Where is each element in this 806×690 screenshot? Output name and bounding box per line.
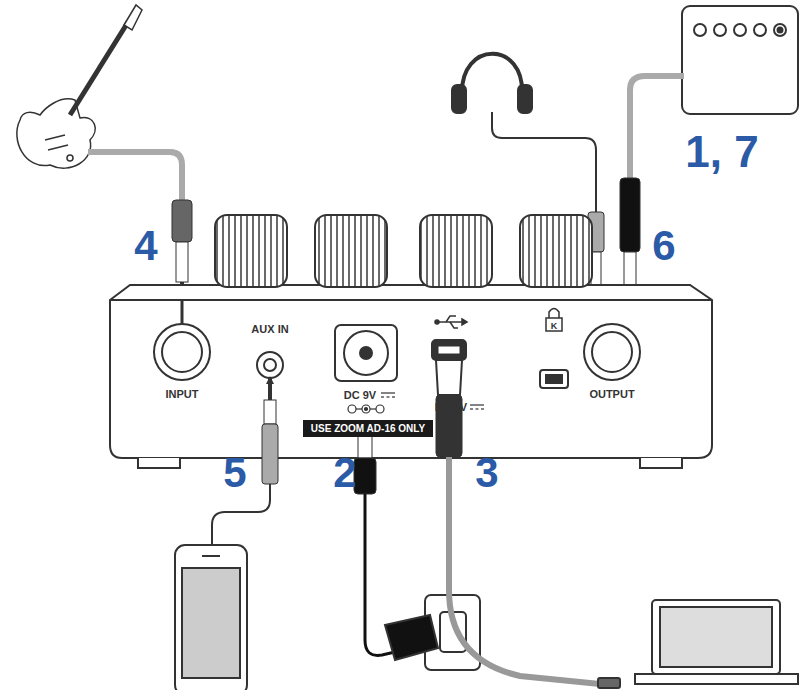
- smartphone: [175, 545, 247, 690]
- svg-text:K: K: [551, 321, 558, 331]
- port-label: INPUT: [166, 389, 199, 400]
- lock-symbol: K: [546, 309, 562, 332]
- amplifier: [682, 6, 798, 114]
- headphone-cable: [492, 112, 596, 215]
- power-adapter: [385, 595, 480, 670]
- callout-number: 4: [134, 225, 157, 267]
- port-label: AUX IN: [251, 324, 288, 335]
- knobs: [215, 215, 592, 287]
- callout-number: 2: [333, 452, 356, 494]
- input-plug: [172, 200, 192, 242]
- callout-number: 3: [475, 452, 498, 494]
- usb-symbol: [435, 316, 467, 328]
- port-label: OUTPUT: [589, 389, 634, 400]
- output-plug: [620, 178, 640, 252]
- callout-number: 6: [652, 225, 675, 267]
- port-label: DC 5V: [435, 402, 467, 413]
- warning-band: USE ZOOM AD-16 ONLY: [303, 420, 433, 437]
- laptop: [598, 600, 798, 688]
- aux-plug: [264, 400, 276, 424]
- pedal-body: [110, 285, 712, 468]
- callout-number: 5: [223, 452, 246, 494]
- warning-text: USE ZOOM AD-16 ONLY: [311, 423, 425, 434]
- headphones: [452, 54, 532, 113]
- guitar: [17, 5, 142, 168]
- callout-number: 1, 7: [685, 130, 758, 174]
- guitar-cable: [88, 152, 182, 205]
- port-label: DC 9V: [344, 390, 376, 401]
- jacks: [154, 324, 640, 388]
- dc-plug: [354, 458, 376, 494]
